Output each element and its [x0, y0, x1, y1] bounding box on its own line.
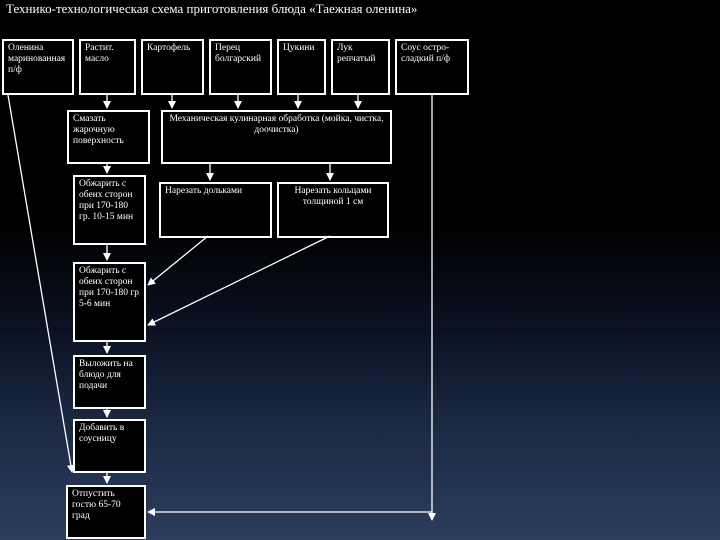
step-fry-first: Обжарить с обеих сторон при 170-180 гр. … — [73, 175, 146, 245]
ingredient-onion: Лук репчатый — [331, 39, 390, 95]
ingredient-venison: Оленина маринованная п/ф — [2, 39, 74, 95]
ingredient-sauce: Соус остро-сладкий п/ф — [395, 39, 469, 95]
ingredient-zucchini: Цукини — [277, 39, 326, 95]
arrow-rings-to-fry2 — [147, 235, 331, 326]
step-fry-second: Обжарить с обеих сторон при 170-180 гр 5… — [73, 262, 146, 342]
step-plate: Выложить на блюдо для подачи — [73, 355, 146, 409]
step-serve-guest: Отпустить гостю 65-70 град — [66, 485, 146, 539]
ingredient-potato: Картофель — [141, 39, 204, 95]
step-mechanical-processing: Механическая кулинарная обработка (мойка… — [161, 110, 392, 164]
ingredient-oil: Растит. масло — [79, 39, 136, 95]
ingredient-pepper: Перец болгарский — [209, 39, 272, 95]
step-grease-surface: Смазать жарочную поверхность — [67, 110, 150, 164]
arrow-wedges-to-fry2 — [147, 235, 209, 286]
step-slice-wedges: Нарезать дольками — [159, 182, 272, 238]
step-gravy-boat: Добавить в соусницу — [73, 419, 146, 473]
diagram-title: Технико-технологическая схема приготовле… — [6, 1, 418, 16]
arrow-venison-to-serve — [7, 94, 75, 473]
step-slice-rings: Нарезать кольцами толщиной 1 см — [277, 182, 389, 238]
